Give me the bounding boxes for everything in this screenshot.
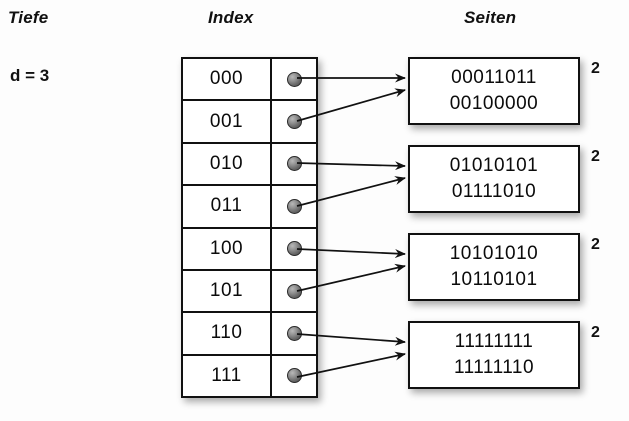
filled-circle-pointer-icon [286, 241, 302, 257]
page-bucket[interactable]: 10101010 10110101 [408, 233, 580, 301]
filled-circle-pointer-icon [286, 156, 302, 172]
page-record: 11111110 [453, 357, 535, 378]
column-heading-pages: Seiten [464, 8, 517, 27]
page-local-depth: 2 [591, 60, 600, 77]
index-row-key: 011 [183, 186, 272, 227]
index-row[interactable]: 010 [183, 143, 316, 187]
column-heading-index: Index [208, 8, 254, 27]
column-heading-depth: Tiefe [8, 8, 49, 27]
page-record: 01010101 [449, 155, 539, 177]
index-row-key: 111 [183, 355, 272, 396]
page-bucket[interactable]: 00011011 00100000 [408, 57, 580, 125]
index-row-key: 100 [183, 228, 272, 269]
page-record: 11111111 [454, 331, 534, 353]
index-row-key: 101 [183, 270, 272, 312]
page-record: 01111010 [451, 181, 537, 202]
page-record: 10101010 [449, 243, 539, 265]
index-row-pointer-cell[interactable] [272, 229, 316, 269]
page-record: 00100000 [449, 93, 539, 114]
index-row[interactable]: 001 [183, 101, 316, 144]
filled-circle-pointer-icon [286, 368, 302, 384]
filled-circle-pointer-icon [286, 325, 302, 341]
index-row-pointer-cell[interactable] [272, 313, 316, 353]
page-record: 10110101 [450, 269, 538, 290]
page-bucket[interactable]: 11111111 11111110 [408, 321, 580, 389]
page-local-depth: 2 [591, 148, 600, 165]
index-row-key: 010 [183, 143, 272, 185]
index-table: 000 001 010 011 100 [181, 57, 318, 398]
filled-circle-pointer-icon [286, 114, 302, 130]
index-row-pointer-cell[interactable] [272, 186, 316, 226]
index-row-key: 001 [183, 101, 272, 142]
page-bucket[interactable]: 01010101 01111010 [408, 145, 580, 213]
index-row[interactable]: 111 [183, 355, 316, 396]
index-row-key: 110 [183, 313, 272, 354]
filled-circle-pointer-icon [286, 283, 302, 299]
index-row-pointer-cell[interactable] [272, 144, 316, 184]
filled-circle-pointer-icon [286, 198, 302, 214]
filled-circle-pointer-icon [286, 71, 302, 87]
index-row-pointer-cell[interactable] [272, 59, 316, 99]
index-row-pointer-cell[interactable] [272, 356, 316, 396]
index-row-pointer-cell[interactable] [272, 101, 316, 141]
page-record: 00011011 [451, 67, 537, 89]
page-local-depth: 2 [591, 236, 600, 253]
index-row-pointer-cell[interactable] [272, 271, 316, 311]
index-row-key: 000 [183, 59, 272, 100]
index-row[interactable]: 101 [183, 270, 316, 314]
page-local-depth: 2 [591, 324, 600, 341]
index-row[interactable]: 110 [183, 313, 316, 356]
index-row[interactable]: 000 [183, 59, 316, 102]
index-row[interactable]: 100 [183, 228, 316, 271]
global-depth-value: d = 3 [10, 66, 50, 85]
index-row[interactable]: 011 [183, 186, 316, 229]
